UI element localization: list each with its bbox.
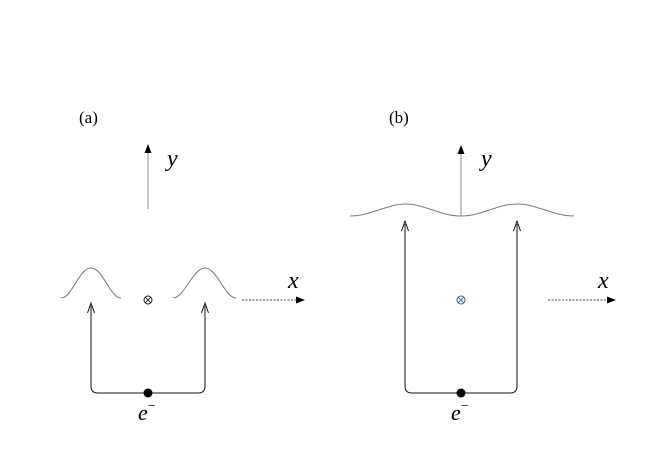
panel-a-path-right xyxy=(148,306,206,394)
panel-a-y-arrowhead xyxy=(144,144,152,153)
panel-a-path-left xyxy=(90,306,148,394)
panel-b-label: (b) xyxy=(389,108,409,127)
panel-b-electron-label: e− xyxy=(451,399,469,425)
panel-b-wave xyxy=(349,203,575,217)
panel-b-x-arrowhead xyxy=(607,296,616,304)
panel-a-y-label: y xyxy=(165,146,178,172)
panel-b-x-label: x xyxy=(597,268,609,294)
panel-a-x-label: x xyxy=(287,268,299,294)
panel-b-electron-source xyxy=(456,388,466,398)
panel-a-label: (a) xyxy=(79,108,98,127)
panel-b-x-axis: x xyxy=(548,268,616,304)
panel-a-x-arrowhead xyxy=(296,296,305,304)
panel-b-y-axis: y xyxy=(457,145,492,216)
panel-a-y-axis: y xyxy=(144,144,178,209)
panel-a-electron-source xyxy=(143,388,153,398)
panel-b-path-right-arrowhead xyxy=(513,219,521,232)
panel-a-wave-right xyxy=(172,267,237,299)
panel-a-path-left-arrowhead xyxy=(87,301,95,314)
panel-a: (a) y x xyxy=(60,108,305,425)
panel-b-path-right xyxy=(461,224,518,394)
panel-a-wave-left xyxy=(60,267,122,299)
panel-b-path-left xyxy=(404,224,461,394)
panel-a-into-page-icon xyxy=(143,295,153,305)
panel-b-y-label: y xyxy=(479,146,492,172)
panel-a-x-axis: x xyxy=(242,268,305,304)
panel-a-path-right-arrowhead xyxy=(201,301,209,314)
panel-a-electron-label: e− xyxy=(138,399,156,425)
panel-b-y-arrowhead xyxy=(457,145,465,154)
panel-b: (b) y x xyxy=(349,108,616,425)
panel-b-into-page-icon xyxy=(456,295,466,305)
panel-b-path-left-arrowhead xyxy=(401,219,409,232)
